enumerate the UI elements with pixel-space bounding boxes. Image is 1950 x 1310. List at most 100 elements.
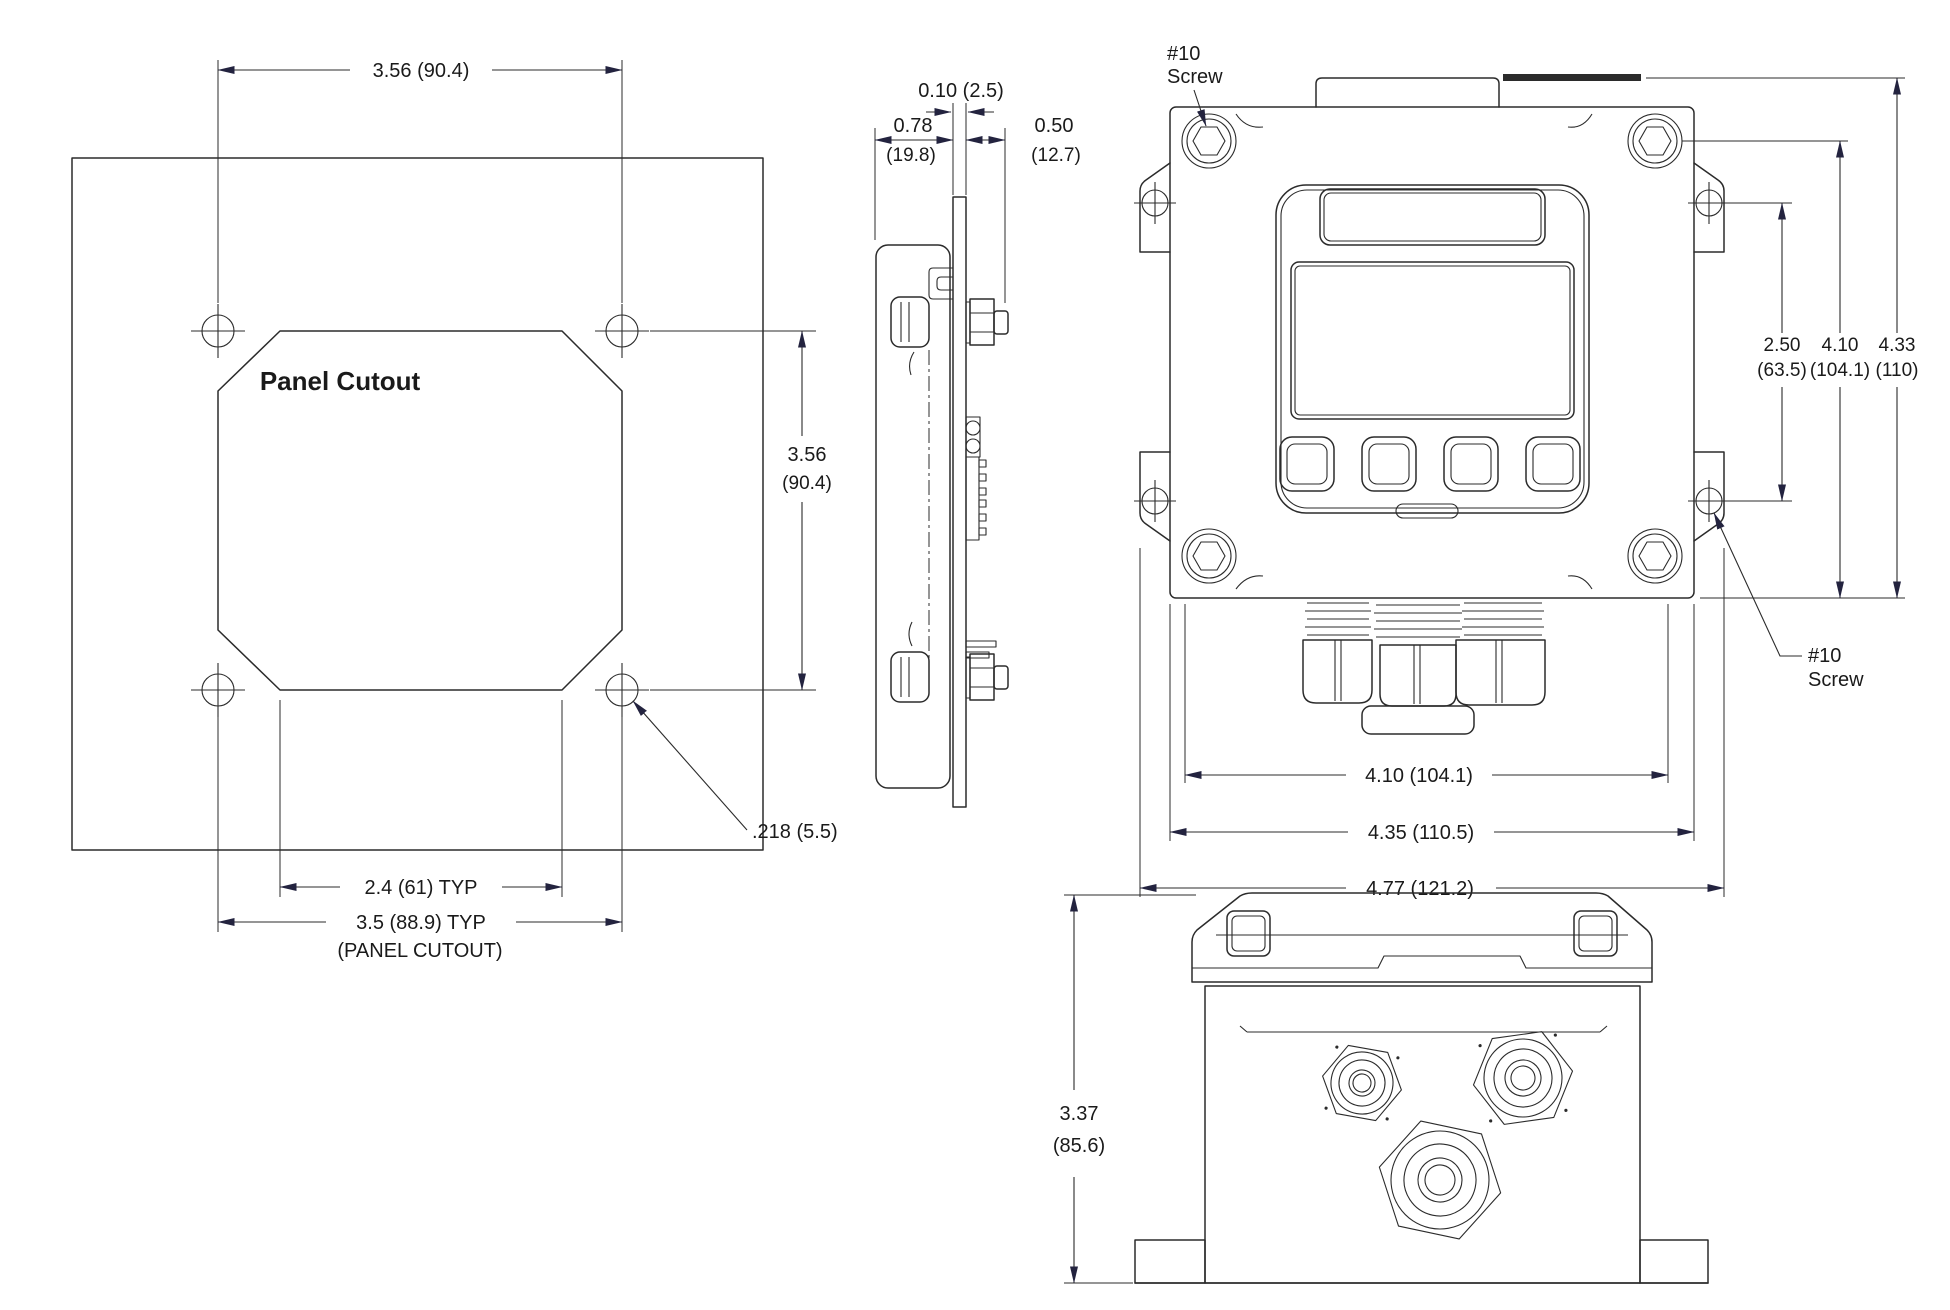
body-seam <box>1239 1025 1608 1033</box>
dim-front-depth-mm: (19.8) <box>886 145 936 166</box>
foot-right <box>1639 1239 1709 1284</box>
screw-bottom-right <box>1627 528 1683 584</box>
panel-cutout-title: Panel Cutout <box>260 366 421 396</box>
dim-screw-spacing-h: 4.10 (104.1) <box>1365 765 1473 787</box>
dim-ear-spacing-mm: (63.5) <box>1757 360 1807 381</box>
foot-left <box>1134 1239 1206 1284</box>
screw-top-left <box>1181 113 1237 169</box>
dim-hole-spacing-horizontal: 3.56 (90.4) <box>373 60 470 82</box>
gland-center <box>1361 604 1475 735</box>
gland-right <box>1455 602 1546 706</box>
ear-hole-bottom-right <box>1688 480 1730 522</box>
panel-cutout-view: Panel Cutout 3.56 (90.4) 3.56 (90.4) 2.4… <box>71 60 838 962</box>
top-stud <box>993 310 1009 335</box>
bottom-knob <box>890 651 930 703</box>
gland-boss-lower-center <box>1378 1120 1502 1240</box>
dim-panel-thickness: 0.10 (2.5) <box>918 80 1004 102</box>
key-2 <box>1361 436 1417 492</box>
lid-lip <box>1192 955 1652 969</box>
hinge-knob-right <box>1573 910 1618 957</box>
dim-case-depth-mm: (85.6) <box>1053 1135 1105 1157</box>
dim-front-depth-value: 0.78 <box>894 115 933 137</box>
bottom-extension-lines <box>217 700 623 932</box>
corner-relief-arcs <box>1235 113 1593 590</box>
enclosure-outline <box>1169 106 1695 599</box>
mounting-hole-top-left <box>191 304 245 358</box>
gland-left <box>1302 602 1373 704</box>
lid-outline <box>1191 892 1653 983</box>
dim-rear-depth-mm: (12.7) <box>1031 145 1081 166</box>
mounting-hole-bottom-left <box>191 663 245 717</box>
label-slot <box>1319 188 1546 246</box>
front-view: #10 Screw #10 Screw 2.50 (63.5) 4.10 (10… <box>1134 43 1918 900</box>
dim-inner-typ: 2.4 (61) TYP <box>364 877 477 899</box>
gland-boss-upper-left <box>1322 1044 1402 1122</box>
dim-cutout-note: (PANEL CUTOUT) <box>337 940 502 962</box>
key-1 <box>1279 436 1335 492</box>
key-4 <box>1525 436 1581 492</box>
dim-case-depth-value: 3.37 <box>1060 1103 1099 1125</box>
hinge-knob-left <box>1226 910 1271 957</box>
screw-bottom-left <box>1181 528 1237 584</box>
cable-glands-front <box>1302 602 1546 735</box>
top-nut <box>969 298 995 346</box>
lid-raised-top <box>1315 77 1500 108</box>
screw-top-right <box>1627 113 1683 169</box>
front-bottom-extension-lines <box>1139 548 1725 897</box>
terminal-connector <box>965 456 980 541</box>
dim-hole-spacing-vertical-mm: (90.4) <box>782 473 832 494</box>
bottom-stud <box>993 665 1009 690</box>
dim-hole-dia: .218 (5.5) <box>752 821 838 843</box>
screw-leader-top <box>1193 89 1207 127</box>
bottom-view-extension-lines <box>1064 894 1196 1284</box>
dim-overall-height-value: 4.33 <box>1879 335 1916 356</box>
mounting-ears <box>1134 162 1730 542</box>
ear-hole-bottom-left <box>1134 480 1176 522</box>
key-3 <box>1443 436 1499 492</box>
bottom-view: 3.37 (85.6) <box>1053 892 1709 1284</box>
mounting-hole-top-right <box>595 304 649 358</box>
bottom-notch <box>1395 503 1459 519</box>
screw-callout-top-line1: #10 <box>1167 43 1200 65</box>
gland-center-cap <box>1361 705 1475 735</box>
corner-screws <box>1181 113 1683 584</box>
bottom-nut <box>969 653 995 701</box>
mounting-hole-bottom-right <box>595 663 649 717</box>
panel-plate-profile <box>952 196 967 808</box>
bezel-profile <box>875 244 953 789</box>
dim-rear-depth-value: 0.50 <box>1035 115 1074 137</box>
wire-tab-1 <box>965 640 997 648</box>
wire-tab-2 <box>965 651 990 659</box>
ear-hole-top-left <box>1134 182 1176 224</box>
dim-cutout-typ: 3.5 (88.9) TYP <box>356 912 486 934</box>
gland-boss-upper-right <box>1472 1031 1574 1125</box>
panel-outline <box>71 157 764 851</box>
top-knob <box>890 296 930 348</box>
hole-dia-leader <box>632 700 748 831</box>
front-right-extension-lines <box>1646 77 1905 599</box>
hinge-bar <box>1503 74 1641 81</box>
keypad <box>1279 436 1581 492</box>
display-window <box>1290 261 1575 420</box>
dim-ear-spacing-value: 2.50 <box>1764 335 1801 356</box>
terminal-pins <box>978 459 987 536</box>
dim-screw-spacing-v-mm: (104.1) <box>1810 360 1870 381</box>
rear-hardware <box>965 298 1009 701</box>
screw-leader-bottom <box>1713 512 1802 657</box>
panel-clip <box>928 267 953 300</box>
dim-screw-spacing-v-value: 4.10 <box>1822 335 1859 356</box>
side-view: 0.10 (2.5) 0.78 (19.8) 0.50 (12.7) <box>874 80 1081 808</box>
screw-callout-bottom-line1: #10 <box>1808 645 1841 667</box>
detail-arcs <box>908 351 915 647</box>
screw-callout-bottom-line2: Screw <box>1808 669 1864 691</box>
dim-body-width: 4.35 (110.5) <box>1368 822 1474 844</box>
screw-callout-top-line2: Screw <box>1167 66 1223 88</box>
top-extension-lines <box>217 60 623 303</box>
cutout-octagon <box>217 330 623 691</box>
right-extension-lines <box>650 330 816 691</box>
faceplate <box>1275 184 1590 519</box>
dim-hole-spacing-vertical-value: 3.56 <box>788 444 827 466</box>
ear-hole-top-right <box>1688 182 1730 224</box>
